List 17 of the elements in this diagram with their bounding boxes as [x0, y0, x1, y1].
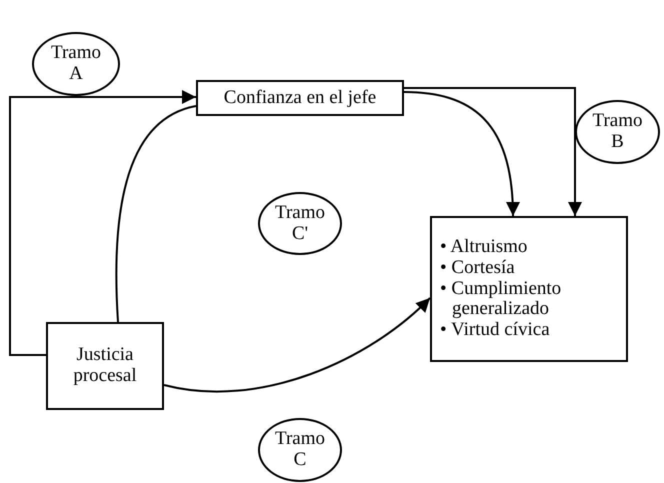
list-item: • Altruismo — [440, 236, 528, 258]
node-label: Justicia procesal — [72, 345, 138, 387]
concept-box — [46, 322, 164, 410]
arrow — [404, 87, 582, 216]
node-label: Confianza en el jefe — [224, 88, 376, 108]
arrow — [404, 91, 520, 216]
node-label: Tramo B — [592, 111, 642, 153]
node-label: Tramo C' — [275, 202, 325, 244]
list-item: • Cortesía — [440, 258, 516, 279]
list-item: • Cumplimiento generalizado — [440, 278, 562, 320]
list-item: • Virtud cívica — [440, 320, 550, 342]
outcome-box — [430, 216, 628, 362]
arrow — [164, 297, 431, 393]
concept-box — [196, 80, 404, 116]
node-label: Tramo A — [50, 43, 102, 85]
arrow — [9, 90, 196, 356]
node-label: Tramo C — [275, 429, 325, 471]
